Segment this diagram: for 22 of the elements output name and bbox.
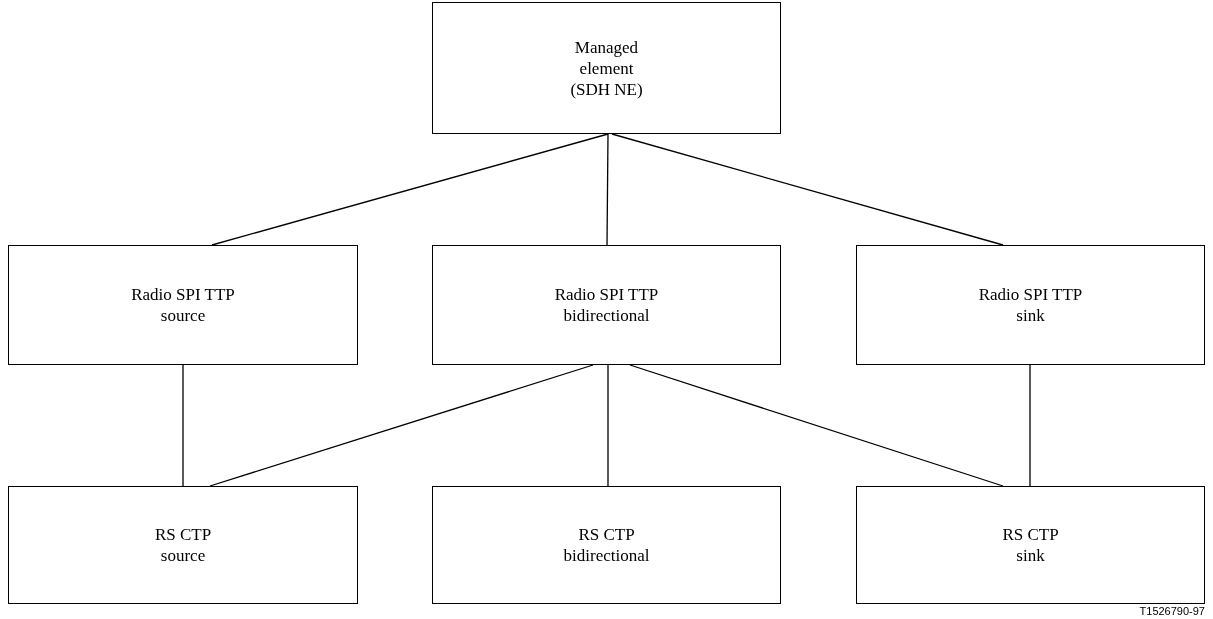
entity-box xyxy=(856,486,1205,604)
connector-line xyxy=(211,133,609,246)
box-label: RS CTP source xyxy=(153,524,213,566)
connector-line xyxy=(1029,364,1031,487)
box-label: Radio SPI TTP source xyxy=(130,284,236,326)
entity-box xyxy=(856,245,1205,365)
entity-box xyxy=(432,2,781,134)
connector-line xyxy=(182,364,184,487)
box-label: Managed element (SDH NE) xyxy=(569,36,644,100)
entity-box xyxy=(432,486,781,604)
connector-line xyxy=(611,133,1004,246)
entity-box xyxy=(8,486,358,604)
entity-box xyxy=(432,245,781,365)
box-label: Radio SPI TTP bidirectional xyxy=(553,284,660,326)
box-label: RS CTP bidirectional xyxy=(562,524,651,566)
connector-line xyxy=(629,364,1004,487)
box-label: RS CTP sink xyxy=(1001,524,1060,566)
connector-line xyxy=(606,133,609,246)
box-label: Radio SPI TTP sink xyxy=(977,284,1084,326)
connector-line xyxy=(209,364,594,487)
entity-box xyxy=(8,245,358,365)
connector-line xyxy=(607,364,609,487)
